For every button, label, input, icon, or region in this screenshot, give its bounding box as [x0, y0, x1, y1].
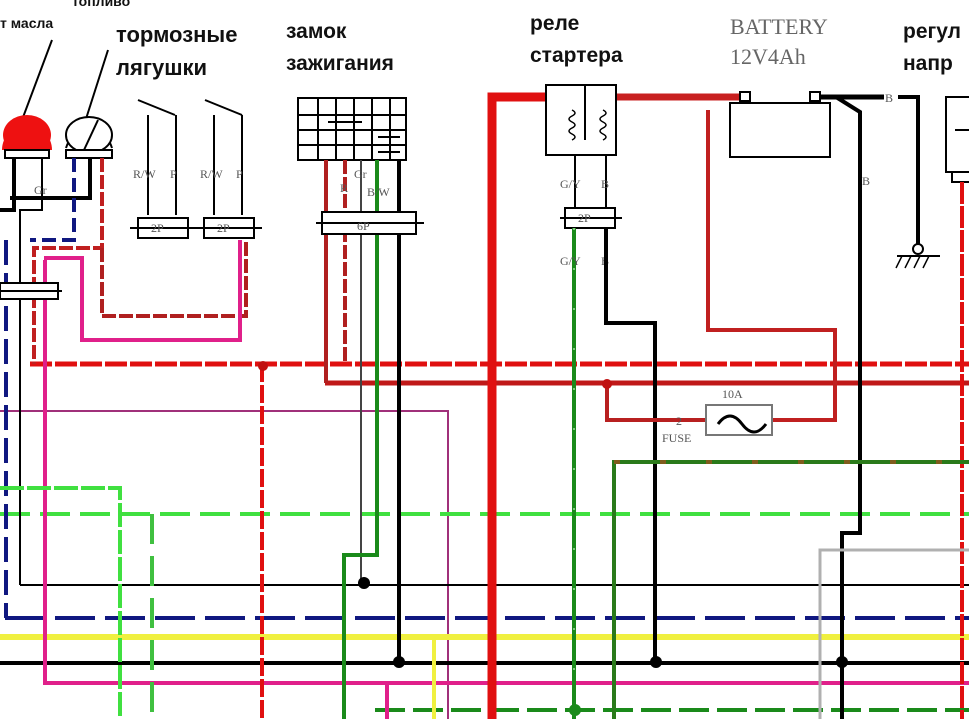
labels: топливо т масла тормозные лягушки замок … — [0, 0, 961, 80]
junction — [836, 656, 848, 668]
wire-code-gr: Gr — [34, 183, 47, 197]
label-starter-relay-2: стартера — [530, 44, 623, 67]
battery: B B — [729, 91, 940, 719]
ignition-switch: 6P R Gr B/W — [297, 97, 424, 719]
wire-code: G/Y — [560, 177, 581, 191]
connector-label: 2P — [578, 211, 591, 225]
junction — [358, 577, 370, 589]
junction — [569, 704, 581, 716]
label-regulator-2: напр — [903, 52, 953, 75]
right-wires — [385, 460, 969, 719]
junction — [602, 379, 612, 389]
brake-switches: R/W P R/W P 2P 2P — [130, 99, 262, 239]
fuse-rating: 10A — [722, 387, 743, 401]
junction — [258, 361, 268, 371]
wire-code-p: P — [236, 167, 243, 181]
fuse-number: 2 — [676, 414, 682, 428]
wire-code: B — [885, 91, 893, 105]
label-oil-sensor: т масла — [0, 15, 53, 31]
wire-code-p: P — [170, 167, 177, 181]
junction — [650, 656, 662, 668]
wire-code-rw: R/W — [133, 167, 156, 181]
wire-code: B — [601, 177, 609, 191]
wire-code: R — [340, 181, 348, 195]
wire-pink-bottom — [43, 260, 969, 685]
indicator-lamps: Gr — [0, 39, 248, 364]
wire-green-left-box — [0, 486, 122, 719]
label-brake-switches: тормозные — [116, 22, 237, 47]
regulator — [945, 96, 969, 719]
connector-label: 2P — [217, 221, 230, 235]
starter-relay: G/Y B 2P G/Y B — [487, 84, 742, 719]
label-fuel: топливо — [72, 0, 130, 9]
wire-code: G/Y — [560, 254, 581, 268]
main-fuse: 10A 2 FUSE — [602, 110, 837, 445]
label-regulator: регул — [903, 20, 961, 43]
connector-label: 2P — [151, 221, 164, 235]
label-ignition: замок — [286, 20, 347, 43]
wire-code: B/W — [367, 185, 390, 199]
connector-label: 6P — [357, 219, 370, 233]
wire-code: B — [862, 174, 870, 188]
label-starter-relay: реле — [530, 12, 579, 35]
label-brake-switches-2: лягушки — [116, 55, 207, 80]
label-battery: BATTERY — [730, 14, 828, 39]
battery-icon — [729, 102, 831, 158]
junction — [393, 656, 405, 668]
wire-code-rw: R/W — [200, 167, 223, 181]
label-battery-capacity: 12V4Ah — [730, 44, 806, 69]
wire-magenta-thin — [0, 410, 449, 719]
fuse-label: FUSE — [662, 431, 691, 445]
wire-code-gr: Gr — [354, 167, 367, 181]
left-wires — [0, 240, 268, 719]
label-ignition-2: зажигания — [286, 52, 394, 75]
